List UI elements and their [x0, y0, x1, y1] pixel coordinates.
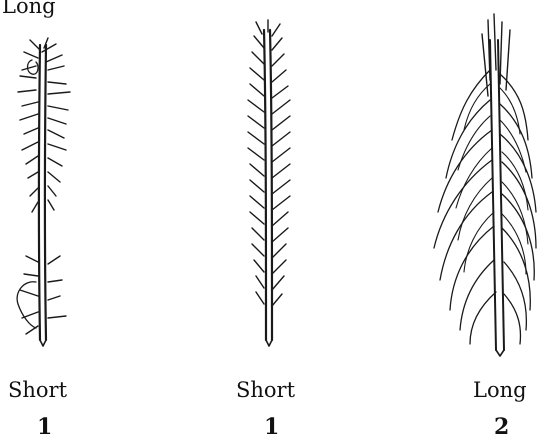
- figure-3-score: 2: [494, 416, 509, 438]
- figure-2-plant-drawing: [248, 20, 290, 346]
- figure-3-plant-drawing: [434, 14, 536, 356]
- figure-1-length-label: Short: [8, 380, 67, 401]
- figure-2-length-label: Short: [236, 380, 295, 401]
- figure-1-plant-drawing: [17, 38, 70, 346]
- figure-3-length-label: Long: [473, 380, 527, 401]
- figure-1-score: 1: [37, 416, 52, 438]
- figure-2-score: 1: [264, 416, 279, 438]
